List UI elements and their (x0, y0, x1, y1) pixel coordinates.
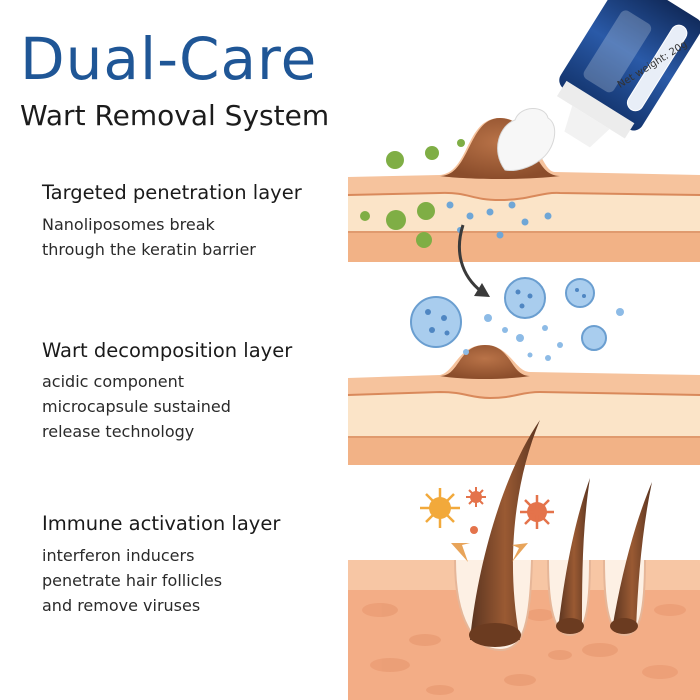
description-line: and remove viruses (42, 596, 201, 615)
description-line: release technology (42, 422, 195, 441)
layer-description-immune: interferon inducers penetrate hair folli… (42, 543, 222, 618)
description-line: Nanoliposomes break (42, 215, 215, 234)
arrow-down-icon (457, 224, 490, 297)
layer-description-penetration: Nanoliposomes break through the keratin … (42, 212, 256, 262)
panel-immune (348, 420, 700, 700)
page-title: Dual-Care (20, 25, 318, 93)
panel-penetration (347, 108, 700, 262)
layer-heading-immune: Immune activation layer (42, 512, 281, 535)
immune-cell-icon (420, 488, 460, 528)
page-subtitle: Wart Removal System (20, 99, 330, 132)
description-line: microcapsule sustained (42, 397, 231, 416)
panel-decomposition (347, 277, 700, 465)
description-line: interferon inducers (42, 546, 195, 565)
virus-icon (466, 487, 554, 534)
description-line: penetrate hair follicles (42, 571, 223, 590)
product-tube-image: Net weight: 20g (556, 0, 700, 148)
layer-heading-penetration: Targeted penetration layer (42, 181, 302, 204)
description-line: acidic component (42, 372, 185, 391)
layer-heading-decomposition: Wart decomposition layer (42, 339, 293, 362)
layer-description-decomposition: acidic component microcapsule sustained … (42, 369, 231, 444)
description-line: through the keratin barrier (42, 240, 256, 259)
